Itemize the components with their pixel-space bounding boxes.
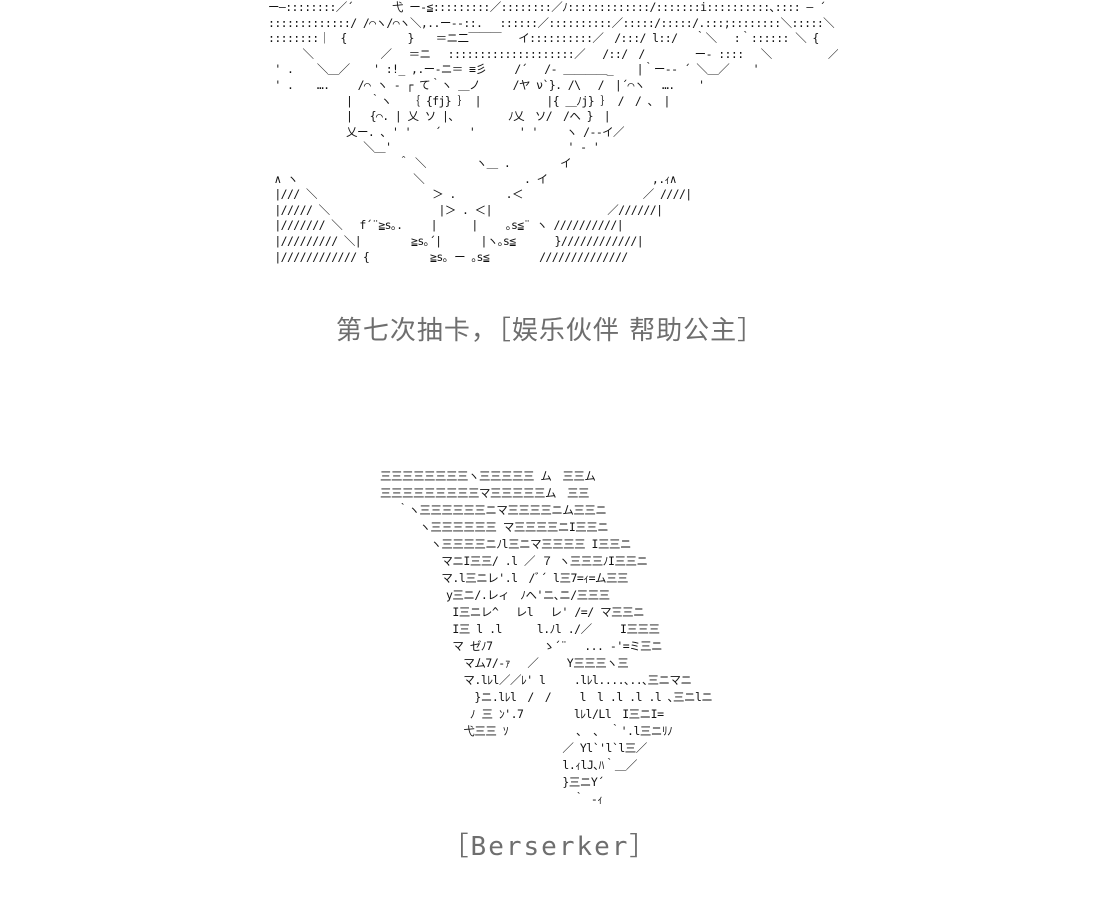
art-top-line: ∧ ヽ ＼ . イ ,.ｨ∧: [268, 171, 677, 186]
caption-top: 第七次抽卡，［娱乐伙伴 帮助公主］: [335, 316, 765, 346]
art-top-line: ' . ＼＿／ ' :!_ ,.ー-ニ＝ ≡彡 /´ /‐ ＿＿＿＿_ |｀ー‐…: [268, 62, 759, 77]
art-top-line: ＾ ＼ ヽ＿ . イ: [268, 155, 572, 170]
art-bottom-line: ｀ ‐ｨ: [380, 792, 603, 806]
art-top-line: |/////// ＼ f´¨≧s｡. | | ｡s≦¨ ヽ //////////…: [268, 218, 624, 233]
art-bottom-line: 弋三三 ｿ 、 ､ ｀'.l三ニﾘﾉ: [380, 724, 673, 738]
art-top-line: ::::::::｜ { } ＝ニ二￣￣￣ イ::::::::::／ /:::/ …: [268, 31, 819, 46]
art-top-line: |///// ＼ |＞ . ＜| ／//////|: [268, 202, 663, 217]
art-top-line: ＼ ／ ＝ニ ::::::::::::::::::::／ /::/ / ー‐ :…: [268, 46, 838, 61]
art-top-line: |///////// ＼| ≧s｡´| |ヽ｡s≦ }////////////|: [268, 233, 644, 248]
art-bottom-line: マム7/‐ｧ ／ Y三三三ヽ三: [380, 656, 629, 670]
art-top-line: 乂ー. ､ ' ' ´ ' ' ' ヽ /‐‐イ／: [268, 124, 625, 139]
art-bottom-line: 三三三三三三三三ヽ三三三三三 ム 三三ム: [380, 469, 596, 483]
art-top-line: | ｀ヽ ｛ {fj} ｝ | |{ ＿ﾉj} ｝ / / 、 |: [268, 93, 670, 108]
art-top-line: ' . …. /⌒ ヽ ‐ ┌ て｀ヽ ＿ノ /ヤ ν`}. /\ / |´⌒ヽ…: [268, 77, 705, 92]
art-bottom-line: ／ Yl`'l`l三／: [380, 741, 647, 755]
caption-bottom: ［Berserker］: [442, 832, 658, 862]
art-bottom-line: ヽ三三三三ニﾉl三ニマ三三三三 I三三ニ: [380, 537, 631, 551]
ascii-art-bottom: 三三三三三三三三ヽ三三三三三 ム 三三ム 三三三三三三三三三マ三三三三三ム 三三…: [380, 468, 720, 808]
art-bottom-line: l.ｨlJ､ﾊ｀＿／: [380, 758, 637, 772]
art-top-line: :::::::::::::/ /⌒ヽ/⌒ヽ＼,..ー‐‐::. ::::::／:…: [268, 15, 835, 30]
art-bottom-line: I三 l .l l.ﾉl ./／ I三三三: [380, 622, 660, 636]
art-bottom-line: }ニ.lﾚl / / l l .l .l .l ､三ニlニ: [380, 690, 713, 704]
art-top-line: ー―::::::::／´ 弋 ー-≦:::::::::／::::::::／ﾉ::…: [268, 0, 826, 14]
art-top-line: |//////////// { ≧s｡ ー ｡s≦ //////////////: [268, 249, 628, 264]
art-bottom-line: I三ニレ^ レl レ' /=/ マ三三ニ: [380, 605, 645, 619]
art-top-line: |/// ＼ ＞ . .＜ ／ ////|: [268, 187, 692, 202]
art-bottom-line: }三ニY´: [380, 775, 604, 789]
art-bottom-line: ﾉ 三 ﾝ'.7 lﾚl/Ll I三ニI=: [380, 707, 664, 721]
art-bottom-line: ヽ三三三三三三 マ三三三三ニI三三ニ: [380, 520, 609, 534]
art-bottom-line: y三ニ/.レィ ﾉヘ'ニ､ニ/三三三: [380, 588, 610, 602]
art-bottom-line: 三三三三三三三三三マ三三三三三ム 三三: [380, 486, 590, 500]
ascii-art-top: ー―::::::::／´ 弋 ー-≦:::::::::／::::::::／ﾉ::…: [268, 0, 838, 296]
art-bottom-line: マ ゼﾉ7 ゝ´¨ ... ‐'=ミ三ニ: [380, 639, 663, 653]
art-top-line: ＼＿' ' ‐ ': [268, 140, 600, 155]
art-bottom-line: マ.l三ニレ'.l /ﾞ´ l三7=ｨ=ム三三: [380, 571, 629, 585]
art-bottom-line: マ.lﾚl／／ﾚ' l .lﾚl....､..､三ニマニ: [380, 673, 692, 687]
art-bottom-line: ｀ヽ三三三三三三ニマ三三三三ニム三三ニ: [380, 503, 607, 517]
art-bottom-line: マニI三三/ .l ／ ７ ヽ三三三ﾉI三三ニ: [380, 554, 648, 568]
art-top-line: | {⌒. | 乂 ソ |、 ﾉ乂 ソ/ /ヘ } |: [268, 109, 611, 124]
